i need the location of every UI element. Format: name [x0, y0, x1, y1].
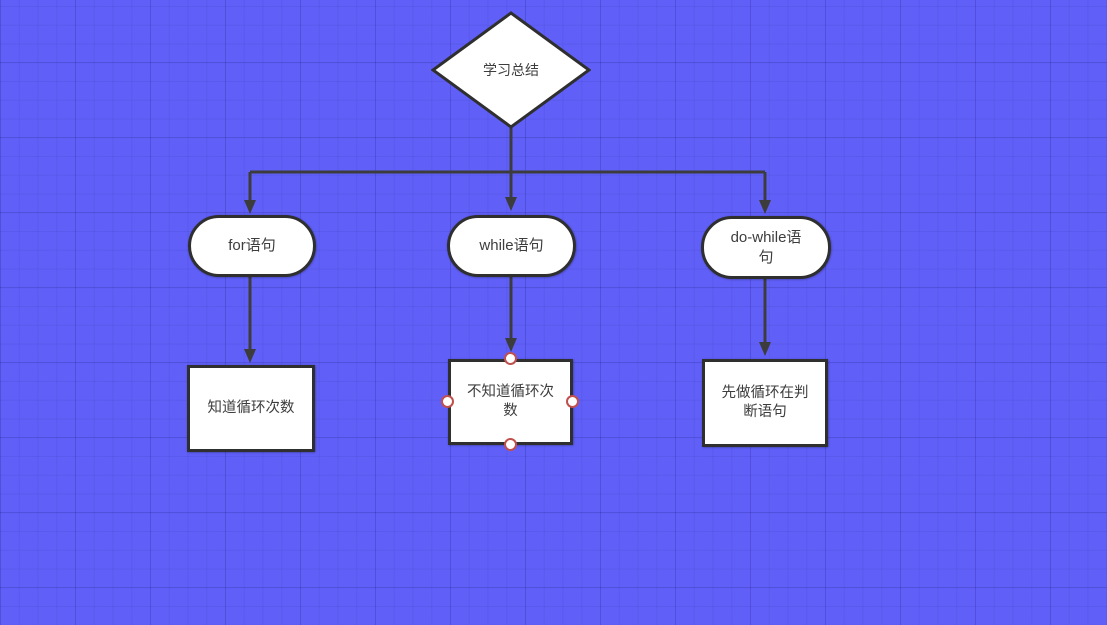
arrowhead-to-dowhile [759, 200, 771, 214]
rect-node-unknown-loop-count[interactable]: 不知道循环次 数 [448, 359, 573, 445]
diamond-shape [431, 11, 591, 129]
rect-node-loop-then-judge[interactable]: 先做循环在判 断语句 [702, 359, 828, 447]
connection-handle-top[interactable] [504, 352, 517, 365]
arrowhead-to-know [244, 349, 256, 363]
node-label: for语句 [228, 237, 276, 255]
connection-handle-right[interactable] [566, 395, 579, 408]
arrowhead-to-unknow [505, 338, 517, 352]
stadium-node-while[interactable]: while语句 [447, 215, 576, 277]
connection-handle-left[interactable] [441, 395, 454, 408]
node-label: while语句 [479, 237, 544, 255]
arrowhead-to-for [244, 200, 256, 214]
arrowhead-to-first [759, 342, 771, 356]
rect-node-known-loop-count[interactable]: 知道循环次数 [187, 365, 315, 452]
node-label: 不知道循环次 数 [467, 383, 554, 419]
diamond-node-learning-summary[interactable]: 学习总结 [431, 11, 591, 129]
connection-handle-bottom[interactable] [504, 438, 517, 451]
node-label: 知道循环次数 [207, 399, 295, 416]
stadium-node-do-while[interactable]: do-while语 句 [701, 216, 831, 279]
node-label: 先做循环在判 断语句 [721, 384, 809, 420]
stadium-node-for[interactable]: for语句 [188, 215, 316, 277]
arrowhead-to-while [505, 197, 517, 211]
node-label: do-while语 句 [730, 228, 802, 266]
